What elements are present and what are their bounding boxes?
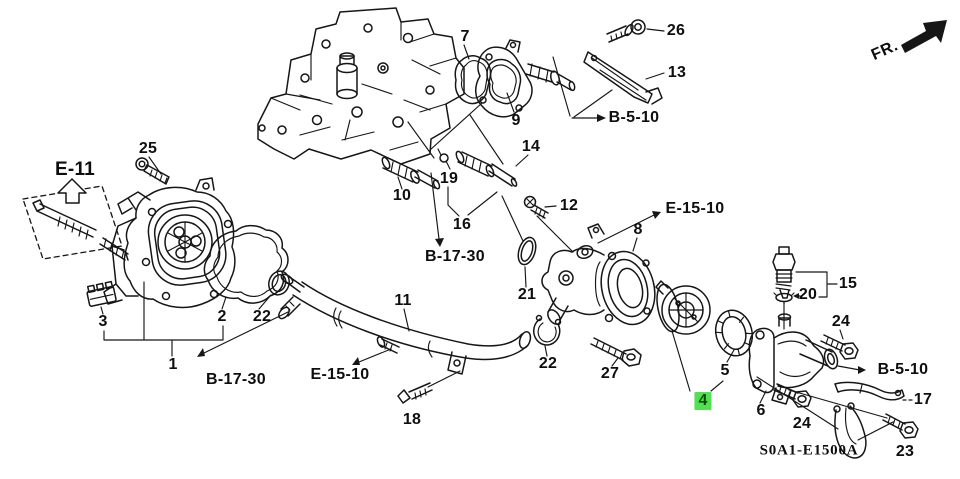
ref-label-b-17-30-mid[interactable]: B-17-30 bbox=[425, 248, 485, 265]
bracket-13-art bbox=[583, 51, 663, 105]
part-label-23[interactable]: 23 bbox=[895, 443, 915, 460]
part-label-5[interactable]: 5 bbox=[720, 362, 730, 379]
part-label-15[interactable]: 15 bbox=[838, 275, 858, 292]
harness-stay-17-art bbox=[834, 381, 905, 401]
ref-label-e-15-10-right[interactable]: E-15-10 bbox=[665, 200, 725, 217]
part-label-20[interactable]: 20 bbox=[798, 286, 818, 303]
part-label-10[interactable]: 10 bbox=[392, 187, 412, 204]
part-label-19[interactable]: 19 bbox=[439, 170, 459, 187]
part-label-1[interactable]: 1 bbox=[168, 356, 178, 373]
ref-label-b-5-10-top[interactable]: B-5-10 bbox=[608, 109, 660, 126]
water-pipe-art bbox=[278, 273, 532, 375]
bolt-26-art bbox=[606, 19, 646, 43]
clip-19-art bbox=[437, 148, 451, 170]
part-label-3[interactable]: 3 bbox=[98, 313, 108, 330]
sensor-14-art bbox=[455, 150, 518, 187]
bolt-25-art bbox=[135, 157, 170, 185]
leader-lines bbox=[100, 28, 916, 441]
part-label-24-bottom[interactable]: 24 bbox=[792, 415, 812, 432]
part-label-24-top[interactable]: 24 bbox=[831, 313, 851, 330]
part-label-26[interactable]: 26 bbox=[666, 22, 686, 39]
fr-arrow-icon bbox=[901, 20, 947, 53]
thermostat-art bbox=[655, 280, 711, 335]
ref-label-e-15-10-bottom[interactable]: E-15-10 bbox=[310, 366, 370, 383]
diagram-code: S0A1-E1500A bbox=[759, 442, 859, 459]
part-label-7[interactable]: 7 bbox=[460, 28, 470, 45]
part-label-2[interactable]: 2 bbox=[217, 308, 227, 325]
bolt-18-art bbox=[397, 382, 433, 404]
part-label-16[interactable]: 16 bbox=[452, 216, 472, 233]
part-label-12[interactable]: 12 bbox=[559, 197, 579, 214]
bolt-12-art bbox=[523, 195, 549, 219]
sensor-10-art bbox=[381, 156, 441, 190]
part-label-8[interactable]: 8 bbox=[633, 221, 643, 238]
part-label-22-left[interactable]: 22 bbox=[252, 308, 272, 325]
part-label-4-highlighted[interactable]: 4 bbox=[694, 392, 712, 410]
part-label-14[interactable]: 14 bbox=[521, 138, 541, 155]
connector-art bbox=[86, 280, 117, 307]
dashed-stud-box-art bbox=[22, 185, 129, 261]
part-label-21[interactable]: 21 bbox=[517, 286, 537, 303]
engine-block-art bbox=[257, 7, 465, 165]
part-label-27[interactable]: 27 bbox=[600, 365, 620, 382]
ref-label-b-5-10-bottom[interactable]: B-5-10 bbox=[877, 361, 929, 378]
bolt-24-top-art bbox=[820, 334, 859, 360]
o-ring-21-art bbox=[517, 236, 537, 266]
fork-bracket-art bbox=[833, 402, 867, 459]
part-label-9[interactable]: 9 bbox=[511, 112, 521, 129]
part-label-6[interactable]: 6 bbox=[756, 402, 766, 419]
part-label-22-right[interactable]: 22 bbox=[538, 355, 558, 372]
bolt-27-art bbox=[590, 337, 642, 367]
ref-label-e-11[interactable]: E-11 bbox=[55, 159, 95, 180]
part-label-25[interactable]: 25 bbox=[138, 140, 158, 157]
part-label-11[interactable]: 11 bbox=[394, 292, 412, 309]
thermostat-cover-art bbox=[748, 313, 839, 405]
part-label-13[interactable]: 13 bbox=[667, 64, 687, 81]
snap-ring-22-art bbox=[532, 314, 562, 346]
part-label-18[interactable]: 18 bbox=[402, 411, 422, 428]
seal-ring-5-art bbox=[714, 309, 754, 357]
thermostat-housing-8-art bbox=[541, 223, 656, 326]
sensor-15-art bbox=[772, 246, 796, 330]
bolt-23-art bbox=[882, 413, 919, 439]
part-label-17[interactable]: 17 bbox=[913, 391, 933, 408]
ref-label-b-17-30-bottom[interactable]: B-17-30 bbox=[206, 371, 266, 388]
water-outlet-9-art bbox=[475, 39, 576, 118]
e-11-arrow-icon bbox=[57, 178, 87, 204]
